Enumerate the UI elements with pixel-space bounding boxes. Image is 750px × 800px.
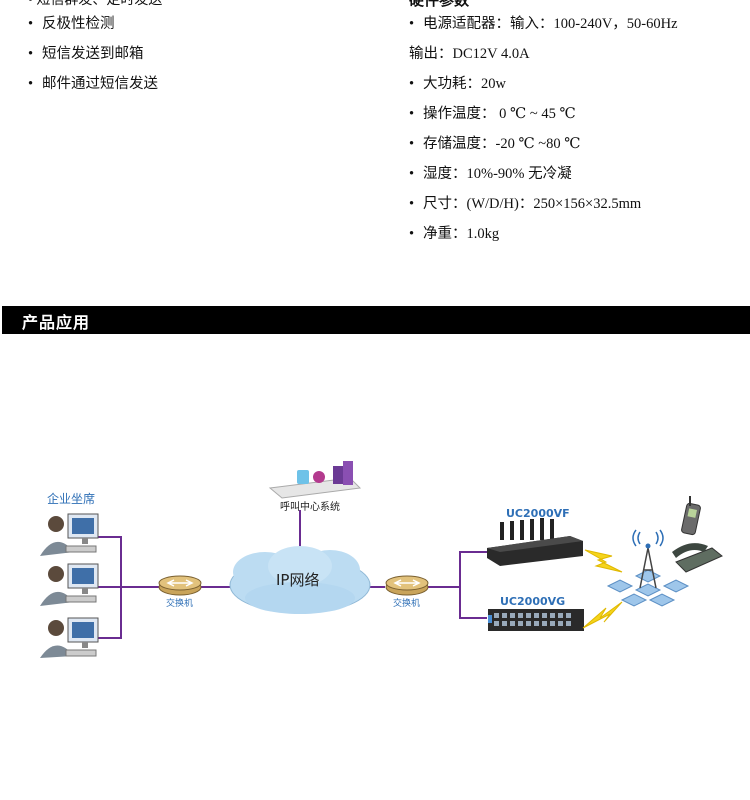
spec-item: •净重：1.0kg bbox=[409, 226, 500, 242]
switch-icon bbox=[158, 575, 202, 596]
spec-item: •大功耗：20w bbox=[409, 76, 506, 92]
bullet-icon: • bbox=[409, 166, 415, 182]
spec-item: •湿度：10%-90% 无冷凝 bbox=[409, 166, 572, 182]
agent-workstation bbox=[40, 563, 99, 606]
section-header: 产品应用 bbox=[2, 306, 750, 334]
spec-item: •尺寸：(W/D/H)：250×156×32.5mm bbox=[409, 196, 642, 212]
switch-icon bbox=[385, 575, 429, 596]
spec-item: 输出：DC12V 4.0A bbox=[409, 46, 530, 62]
switch-right-label: 交换机 bbox=[393, 597, 420, 609]
desk-phone-icon bbox=[672, 543, 723, 573]
bullet-icon: • bbox=[409, 226, 415, 242]
list-item: •短信发送到邮箱 bbox=[28, 46, 144, 62]
ip-network-label: IP网络 bbox=[276, 571, 319, 589]
ip-network-cloud-icon bbox=[229, 546, 371, 614]
list-item: •邮件通过短信发送 bbox=[28, 76, 158, 92]
mobile-phone-icon bbox=[681, 496, 701, 536]
call-center-label: 呼叫中心系统 bbox=[280, 500, 340, 513]
agents-label: 企业坐席 bbox=[47, 491, 95, 506]
list-item: •反极性检测 bbox=[28, 16, 115, 32]
specs-heading: 硬件参数 bbox=[409, 0, 470, 9]
bullet-icon: • bbox=[409, 136, 415, 152]
bullet-icon: • bbox=[28, 76, 34, 92]
wireless-signal-icon bbox=[582, 549, 623, 629]
device-uc2000vf-label: UC2000VF bbox=[506, 507, 570, 520]
gateway-device-icon bbox=[487, 518, 583, 566]
agent-workstation bbox=[40, 617, 99, 658]
switch-left-label: 交换机 bbox=[166, 597, 193, 609]
spec-item: •存储温度：-20 ℃ ~80 ℃ bbox=[409, 136, 581, 152]
bullet-icon: • bbox=[28, 46, 34, 62]
bullet-icon: • bbox=[409, 196, 415, 212]
call-center-system-icon bbox=[268, 461, 362, 499]
section-title: 产品应用 bbox=[22, 313, 91, 332]
cut-feature-text: • 短信群发、定时发送 bbox=[28, 0, 163, 8]
gateway-device-icon bbox=[488, 609, 584, 631]
agent-workstation bbox=[40, 513, 99, 556]
spec-item: •电源适配器：输入：100-240V，50-60Hz bbox=[409, 16, 678, 32]
spec-item: •操作温度： 0 ℃ ~ 45 ℃ bbox=[409, 106, 576, 122]
application-diagram: 企业坐席 交换机 呼叫中心系统 bbox=[40, 461, 723, 658]
bullet-icon: • bbox=[409, 76, 415, 92]
bullet-icon: • bbox=[409, 16, 415, 32]
bullet-icon: • bbox=[409, 106, 415, 122]
cell-tower-icon bbox=[606, 529, 690, 607]
device-uc2000vg-label: UC2000VG bbox=[500, 595, 565, 608]
bullet-icon: • bbox=[28, 16, 34, 32]
